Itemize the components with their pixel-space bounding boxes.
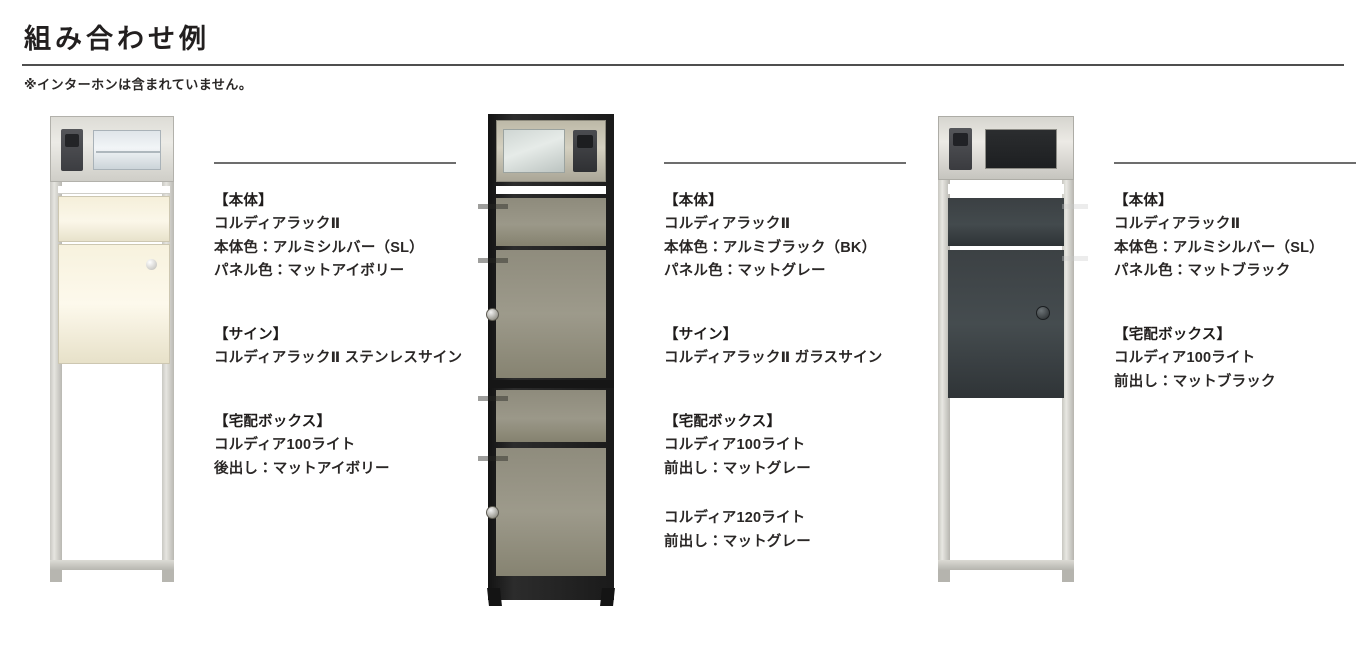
spec-line: コルディアラックⅡ xyxy=(214,216,341,233)
example-column-1: 【本体】 コルディアラックⅡ 本体色：アルミシルバー（SL） パネル色：マットア… xyxy=(14,108,463,628)
product-image-2 xyxy=(472,108,632,608)
spec-divider xyxy=(214,162,456,164)
door-knob-icon xyxy=(146,259,157,270)
spec-group-delivery-box: 【宅配ボックス】 コルディア100ライト 前出し：マットブラック xyxy=(1114,284,1350,394)
spec-heading: 【サイン】 xyxy=(214,326,288,343)
spec-heading: 【宅配ボックス】 xyxy=(1114,326,1232,343)
intercom-icon xyxy=(61,129,83,171)
product-image-3 xyxy=(926,108,1096,588)
brand-badge xyxy=(1062,204,1088,209)
spec-group-delivery-box: 【宅配ボックス】 コルディア100ライト 前出し：マットグレー xyxy=(664,371,900,481)
spec-group-body: 【本体】 コルディアラックⅡ 本体色：アルミシルバー（SL） パネル色：マットア… xyxy=(214,164,450,284)
spec-line: 本体色：アルミブラック（BK） xyxy=(664,239,877,256)
frame-post-left xyxy=(938,116,950,582)
brand-badge xyxy=(478,258,508,263)
spec-group-sign: 【サイン】 コルディアラックⅡ ステンレスサイン xyxy=(214,284,463,371)
spec-heading: 【本体】 xyxy=(214,193,273,209)
spec-line: 本体色：アルミシルバー（SL） xyxy=(214,239,424,256)
spec-block-2: 【本体】 コルディアラックⅡ 本体色：アルミブラック（BK） パネル色：マットグ… xyxy=(650,108,906,554)
spec-line: コルディアラックⅡ xyxy=(664,216,791,233)
delivery-box-door xyxy=(58,244,170,364)
dial-lock-icon xyxy=(486,506,499,519)
foot-rail xyxy=(938,560,1074,570)
spec-line: 前出し：マットグレー xyxy=(664,533,811,550)
spec-line: パネル色：マットグレー xyxy=(664,263,826,280)
spec-block-3: 【本体】 コルディアラックⅡ 本体色：アルミシルバー（SL） パネル色：マットブ… xyxy=(1100,108,1356,394)
spec-heading: 【本体】 xyxy=(1114,193,1173,209)
spec-line: コルディア100ライト xyxy=(1114,350,1256,367)
delivery-box-120-top xyxy=(496,390,606,442)
spec-line: コルディア120ライト xyxy=(664,510,806,527)
spec-heading: 【本体】 xyxy=(664,193,723,209)
example-column-3: 【本体】 コルディアラックⅡ 本体色：アルミシルバー（SL） パネル色：マットブ… xyxy=(910,108,1356,628)
sign-panel xyxy=(496,120,606,182)
glass-sign-icon xyxy=(503,129,565,173)
spec-line: 本体色：アルミシルバー（SL） xyxy=(1114,239,1324,256)
spec-group-body: 【本体】 コルディアラックⅡ 本体色：アルミブラック（BK） パネル色：マットグ… xyxy=(664,164,900,284)
stainless-sign-icon xyxy=(93,130,161,170)
spec-group-delivery-box-extra: コルディア120ライト 前出し：マットグレー xyxy=(664,481,900,554)
delivery-box-120-door xyxy=(496,448,606,576)
sign-panel xyxy=(938,116,1074,180)
foot-left xyxy=(938,570,950,582)
sign-panel xyxy=(50,116,174,182)
spec-divider xyxy=(664,162,906,164)
foot-left xyxy=(487,588,502,606)
spec-line: コルディアラックⅡ ガラスサイン xyxy=(664,350,883,367)
spec-line: コルディア100ライト xyxy=(214,437,356,454)
foot-right xyxy=(1062,570,1074,582)
mail-slot xyxy=(948,184,1064,194)
foot-right xyxy=(162,570,174,582)
foot-left xyxy=(50,570,62,582)
brand-badge xyxy=(478,204,508,209)
black-sign-icon xyxy=(985,129,1057,169)
box-separator xyxy=(488,380,614,388)
spec-line: 前出し：マットブラック xyxy=(1114,373,1276,390)
spec-group-body: 【本体】 コルディアラックⅡ 本体色：アルミシルバー（SL） パネル色：マットブ… xyxy=(1114,164,1350,284)
brand-badge xyxy=(1062,256,1088,261)
frame-post-right xyxy=(1062,116,1074,582)
spec-heading: 【宅配ボックス】 xyxy=(664,413,782,430)
spec-line: 後出し：マットアイボリー xyxy=(214,460,390,477)
spec-line: パネル色：マットアイボリー xyxy=(214,263,405,280)
spec-heading: 【宅配ボックス】 xyxy=(214,413,332,430)
intercom-icon xyxy=(949,128,972,170)
delivery-box-100-door xyxy=(496,250,606,378)
dial-lock-icon xyxy=(486,308,499,321)
spec-line: 前出し：マットグレー xyxy=(664,460,811,477)
spec-line: パネル色：マットブラック xyxy=(1114,263,1291,280)
mail-slot xyxy=(496,186,606,194)
spec-group-delivery-box: 【宅配ボックス】 コルディア100ライト 後出し：マットアイボリー xyxy=(214,371,450,481)
mailbox-upper xyxy=(948,198,1064,246)
title-divider xyxy=(22,64,1344,66)
spec-group-sign: 【サイン】 コルディアラックⅡ ガラスサイン xyxy=(664,284,900,371)
mailbox-upper xyxy=(58,196,170,242)
mailbox-upper xyxy=(496,198,606,246)
page-title: 組み合わせ例 xyxy=(24,24,210,54)
brand-badge xyxy=(478,396,508,401)
product-image-1 xyxy=(32,108,192,588)
spec-line: コルディアラックⅡ xyxy=(1114,216,1241,233)
foot-rail xyxy=(50,560,174,570)
delivery-box-door xyxy=(948,250,1064,398)
mail-slot xyxy=(58,186,170,194)
page-note: ※インターホンは含まれていません。 xyxy=(24,77,253,92)
spec-line: コルディアラックⅡ ステンレスサイン xyxy=(214,350,463,367)
foot-right xyxy=(600,588,615,606)
example-column-2: 【本体】 コルディアラックⅡ 本体色：アルミブラック（BK） パネル色：マットグ… xyxy=(460,108,906,628)
spec-line: コルディア100ライト xyxy=(664,437,806,454)
spec-heading: 【サイン】 xyxy=(664,326,738,343)
brand-badge xyxy=(478,456,508,461)
spec-divider xyxy=(1114,162,1356,164)
dial-lock-icon xyxy=(1036,306,1050,320)
spec-block-1: 【本体】 コルディアラックⅡ 本体色：アルミシルバー（SL） パネル色：マットア… xyxy=(200,108,463,481)
intercom-icon xyxy=(573,130,597,172)
